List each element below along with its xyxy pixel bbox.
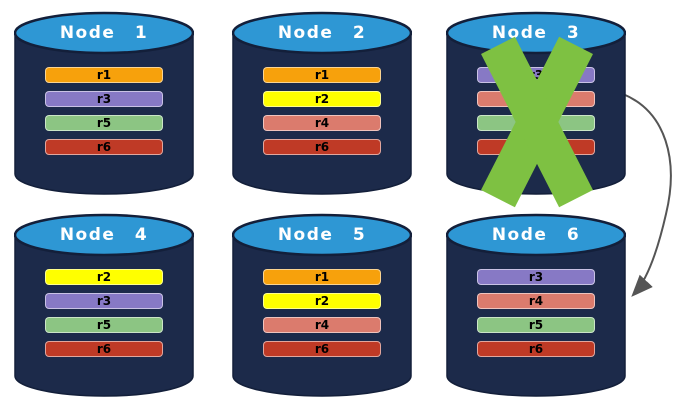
db-node-2: Node 2 r1 r2 r4 r6 <box>232 10 412 196</box>
replica-bar-r1: r1 <box>263 67 381 83</box>
node-title: Node 5 <box>277 225 367 245</box>
replica-bar-r1: r1 <box>45 67 163 83</box>
node-title: Node 6 <box>491 225 581 245</box>
db-node-6: Node 6 r3 r4 r5 r6 <box>446 212 626 398</box>
failure-x-icon <box>481 36 593 208</box>
replica-bar-r4: r4 <box>263 115 381 131</box>
replica-bar-list: r1 r2 r4 r6 <box>263 269 381 365</box>
db-node-4: Node 4 r2 r3 r5 r6 <box>14 212 194 398</box>
node-title: Node 3 <box>491 23 581 43</box>
replica-bar-r4: r4 <box>263 317 381 333</box>
replica-bar-r2: r2 <box>263 293 381 309</box>
replica-bar-r6: r6 <box>263 341 381 357</box>
node-title: Node 4 <box>59 225 149 245</box>
replica-bar-r4: r4 <box>477 293 595 309</box>
replica-bar-r6: r6 <box>45 341 163 357</box>
replica-bar-r3: r3 <box>45 293 163 309</box>
replica-bar-list: r1 r3 r5 r6 <box>45 67 163 163</box>
replica-bar-r3: r3 <box>45 91 163 107</box>
node-title: Node 1 <box>59 23 149 43</box>
db-node-1: Node 1 r1 r3 r5 r6 <box>14 10 194 196</box>
replica-bar-r5: r5 <box>45 115 163 131</box>
replica-bar-r5: r5 <box>477 317 595 333</box>
db-node-5: Node 5 r1 r2 r4 r6 <box>232 212 412 398</box>
replica-bar-r6: r6 <box>477 341 595 357</box>
replica-bar-r1: r1 <box>263 269 381 285</box>
node-title: Node 2 <box>277 23 367 43</box>
replica-bar-r5: r5 <box>45 317 163 333</box>
replica-bar-r6: r6 <box>45 139 163 155</box>
replica-bar-r3: r3 <box>477 269 595 285</box>
replica-bar-list: r2 r3 r5 r6 <box>45 269 163 365</box>
replica-bar-r2: r2 <box>263 91 381 107</box>
replica-bar-r6: r6 <box>263 139 381 155</box>
replica-bar-list: r3 r4 r5 r6 <box>477 269 595 365</box>
replica-bar-r2: r2 <box>45 269 163 285</box>
replica-bar-list: r1 r2 r4 r6 <box>263 67 381 163</box>
